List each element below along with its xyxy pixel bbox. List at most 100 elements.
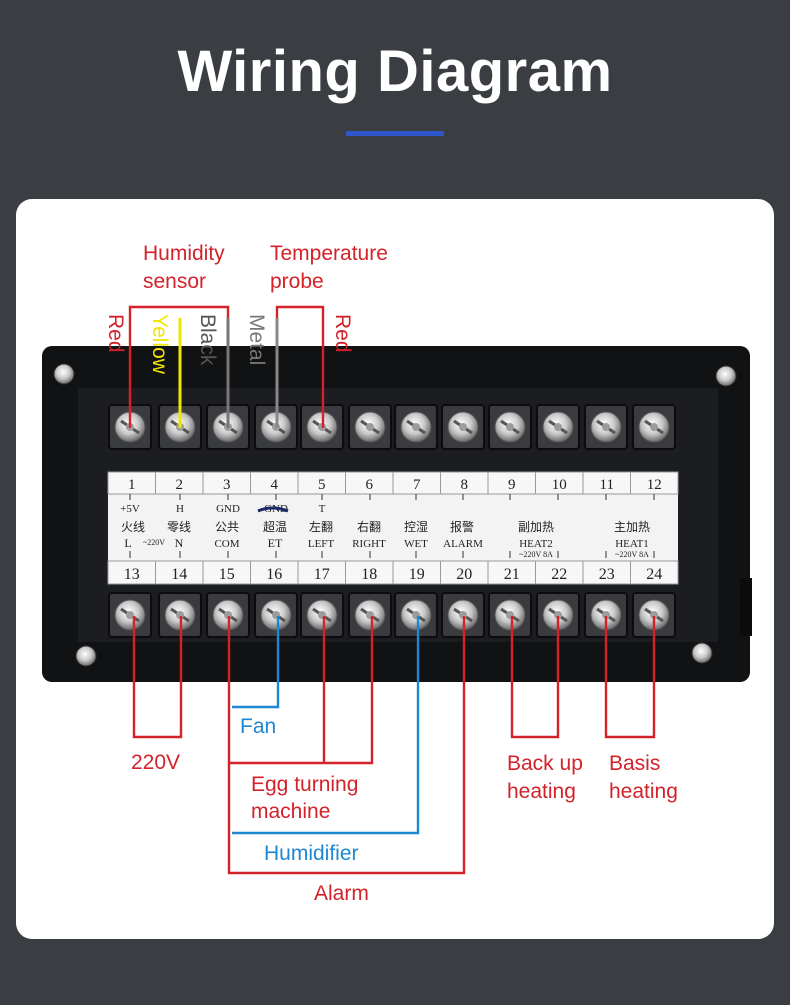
top-terminal-cell: 9 [487, 471, 536, 500]
bottom-terminal-cell: 15 [202, 560, 251, 585]
label-wire-yellow: Yellow [148, 314, 171, 375]
terminal-number: 20 [456, 566, 472, 583]
label-temperature-probe-1: Temperature [270, 242, 388, 265]
bottom-terminal-cell: 20 [440, 560, 489, 585]
label-basis-heating-2: heating [609, 780, 678, 803]
label-ticks [129, 551, 655, 558]
label-egg-turning-2: machine [251, 800, 330, 823]
label-l: L [124, 536, 131, 550]
bottom-terminal-cell: 18 [345, 560, 394, 585]
top-screw-6 [348, 404, 392, 450]
label-wire-red-2: Red [331, 314, 354, 353]
label-wire-black: Black [196, 314, 219, 366]
terminal-number: 7 [413, 477, 421, 493]
label-n: N [175, 536, 184, 550]
top-screw-11 [584, 404, 628, 450]
terminal-sub-label: T [319, 503, 326, 515]
corner-screws [53, 363, 737, 667]
label-left-cn: 左翻 [309, 519, 333, 534]
top-terminal-cell: 1+5V [107, 471, 156, 515]
top-terminal-cell: 12 [630, 471, 679, 500]
bottom-screw-16 [254, 592, 298, 638]
terminal-sub-label: H [176, 503, 184, 515]
label-heat2: HEAT2 [519, 538, 553, 550]
terminal-number: 11 [600, 477, 614, 493]
terminal-number: 1 [128, 477, 136, 493]
wire-basis-heating [604, 616, 656, 739]
bottom-wires [132, 616, 656, 875]
label-220v: 220V [131, 751, 180, 774]
label-heat2-cn: 副加热 [518, 520, 554, 534]
bottom-terminal-cell: 14 [155, 560, 204, 585]
terminal-number: 9 [508, 477, 516, 493]
label-fan: Fan [240, 715, 276, 738]
label-220v: ~220V [143, 538, 165, 547]
bottom-screw-15 [206, 592, 250, 638]
terminal-number: 2 [176, 477, 184, 493]
bottom-screw-22 [536, 592, 580, 638]
label-humidity-sensor-1: Humidity [143, 242, 225, 265]
label-heat1: HEAT1 [615, 538, 649, 550]
terminal-number: 15 [219, 566, 235, 583]
terminal-number: 24 [646, 566, 662, 583]
bottom-terminal-cell: 22 [535, 560, 584, 585]
bottom-screw-17 [300, 592, 344, 638]
top-terminal-cell: 10 [535, 471, 584, 500]
bottom-screw-row [108, 592, 676, 638]
label-backup-heating-1: Back up [507, 752, 583, 775]
label-wet: WET [404, 538, 428, 550]
bottom-screw-19 [394, 592, 438, 638]
label-alarm: Alarm [314, 882, 369, 905]
wire-fan [232, 616, 280, 709]
terminal-number: 17 [314, 566, 330, 583]
page-title: Wiring Diagram [177, 39, 613, 104]
label-right-cn: 右翻 [357, 519, 381, 534]
label-humidity-sensor-2: sensor [143, 270, 206, 293]
label-heat1-rating: ~220V 8A [615, 550, 649, 559]
terminal-number: 5 [318, 477, 326, 493]
terminal-sub-label: GND [216, 503, 240, 515]
bottom-screw-13 [108, 592, 152, 638]
terminal-number: 22 [551, 566, 567, 583]
top-screw-9 [488, 404, 532, 450]
wire-egg-right [229, 616, 374, 765]
side-tab [740, 578, 752, 636]
gnd-marker-scribble [257, 506, 289, 513]
terminal-number: 16 [266, 566, 282, 583]
label-et-cn: 超温 [263, 519, 287, 534]
label-basis-heating-1: Basis [609, 752, 660, 775]
label-heat1-cn: 主加热 [614, 520, 650, 534]
terminal-number: 4 [271, 477, 279, 493]
bottom-terminal-cell: 21 [487, 560, 536, 585]
bottom-terminal-cell: 17 [297, 560, 346, 585]
terminal-number: 13 [124, 566, 140, 583]
label-heat2-rating: ~220V 8A [519, 550, 553, 559]
bottom-terminal-cell: 16 [250, 560, 299, 585]
bottom-terminal-cell: 19 [392, 560, 441, 585]
top-screw-12 [632, 404, 676, 450]
top-screw-7 [394, 404, 438, 450]
bottom-screw-18 [348, 592, 392, 638]
label-alarm-cn: 报警 [450, 519, 474, 534]
terminal-number: 12 [647, 477, 662, 493]
top-terminal-cell: 2H [155, 471, 204, 515]
wire-backup-heating [510, 616, 560, 739]
top-screw-row [108, 404, 676, 450]
top-wires [128, 305, 325, 428]
label-alarm: ALARM [443, 538, 483, 550]
top-screw-8 [441, 404, 485, 450]
top-terminal-cell: 5T [297, 471, 346, 515]
top-terminal-cell: 11 [582, 471, 631, 500]
bottom-screw-20 [441, 592, 485, 638]
wire-humidifier [232, 616, 420, 835]
terminal-number: 18 [361, 566, 377, 583]
terminal-number: 19 [409, 566, 425, 583]
terminal-number: 21 [504, 566, 520, 583]
label-l-cn: 火线 [121, 520, 145, 534]
terminal-number: 6 [366, 477, 374, 493]
label-n-cn: 零线 [167, 520, 191, 534]
terminal-number: 10 [552, 477, 567, 493]
label-left: LEFT [308, 538, 335, 550]
